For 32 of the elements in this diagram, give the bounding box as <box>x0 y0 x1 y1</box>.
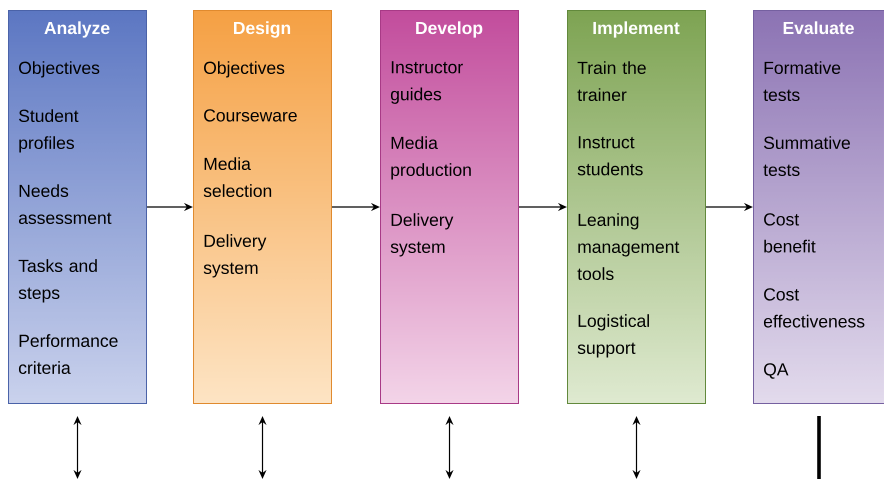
item-text: Media selection <box>204 157 272 198</box>
item-text: Tasks and steps <box>18 259 97 302</box>
item-text: Instructor guides <box>390 61 463 104</box>
stage-heading: Develop <box>416 21 482 38</box>
stage-column <box>567 10 706 404</box>
item-text: Cost benefit <box>764 213 816 253</box>
stage-heading: Analyze <box>44 21 110 38</box>
item-text: Performance criteria <box>18 334 118 374</box>
stage-column <box>753 10 884 404</box>
item-text: Cost effectiveness <box>764 288 864 328</box>
item-text: Train the trainer <box>577 61 646 102</box>
item-text: Leaning management tools <box>577 213 680 280</box>
item-text: Formative tests <box>763 61 840 102</box>
item-text: Media production <box>391 136 471 180</box>
stage-heading: Implement <box>593 21 680 38</box>
stage-heading: Evaluate <box>784 21 854 34</box>
item-text: Instruct students <box>578 136 643 176</box>
stage-heading: Design <box>234 21 290 38</box>
item-text: QA <box>764 363 788 379</box>
item-text: Delivery system <box>204 234 266 278</box>
stage-column <box>193 10 332 404</box>
item-text: Delivery system <box>390 213 454 257</box>
item-text: Objectives <box>204 61 284 78</box>
item-text: Needs assessment <box>18 184 112 224</box>
stage-column <box>8 10 147 404</box>
item-text: Objectives <box>19 61 100 78</box>
vertical-line <box>817 416 821 479</box>
item-text: Logistical support <box>578 314 649 358</box>
item-text: Summative tests <box>763 136 850 176</box>
item-text: Student profiles <box>19 109 78 153</box>
stage-column <box>380 10 519 404</box>
item-text: Courseware <box>204 109 297 122</box>
